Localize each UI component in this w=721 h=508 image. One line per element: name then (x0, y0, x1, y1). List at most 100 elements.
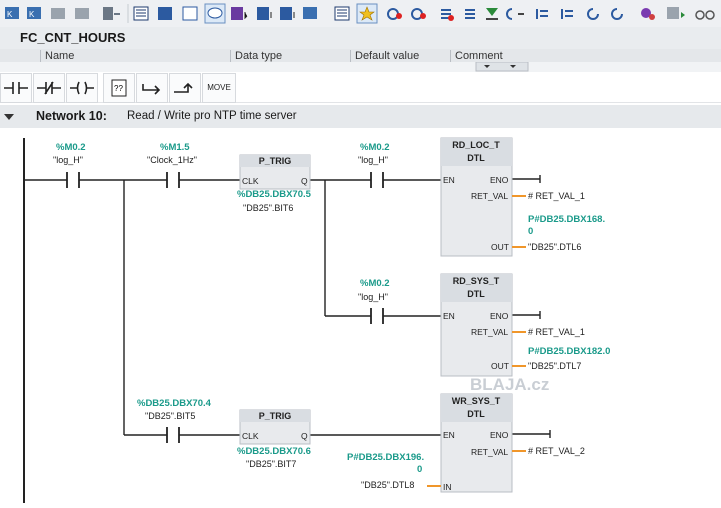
ptrig-symbol: "DB25".BIT7 (246, 459, 296, 469)
wr-sys-in-symbol[interactable]: "DB25".DTL8 (361, 480, 414, 490)
pin-eno: ENO (490, 175, 509, 185)
list-toggle-icon[interactable] (334, 6, 350, 21)
branch-open-icon[interactable] (51, 8, 65, 19)
contact-address: %DB25.DBX70.4 (137, 398, 212, 409)
pin-q: Q (301, 431, 308, 441)
rd-loc-out-symbol[interactable]: "DB25".DTL6 (528, 242, 581, 252)
operand-icon[interactable] (280, 7, 295, 20)
pin-clk: CLK (242, 431, 259, 441)
box-title: P_TRIG (259, 156, 292, 166)
nc-contact-button[interactable] (33, 73, 65, 103)
rd-loc-t-block[interactable]: RD_LOC_T DTL EN ENO RET_VAL OUT (440, 137, 513, 257)
close-branch-button[interactable] (169, 73, 201, 103)
refresh-icon[interactable] (587, 8, 599, 20)
pin-ret-val: RET_VAL (471, 191, 508, 201)
rd-loc-out-address-tail: 0 (528, 226, 533, 237)
network-comment[interactable]: Read / Write pro NTP time server (127, 110, 297, 122)
pin-out: OUT (491, 242, 509, 252)
collapse-triangle-icon[interactable] (4, 114, 14, 120)
pin-ret-val: RET_VAL (471, 327, 508, 337)
favorite-icon[interactable] (356, 3, 378, 24)
contact-c4[interactable]: %M0.2 "log_H" (358, 278, 390, 324)
svg-text:??: ?? (114, 84, 123, 93)
interface-header: Name Data type Default value Comment (0, 49, 721, 63)
list-view-icon[interactable] (133, 6, 149, 21)
block-name: FC_CNT_HOURS (20, 30, 126, 45)
pin-in: IN (443, 482, 452, 492)
ptrig-address: %DB25.DBX70.5 (237, 189, 312, 200)
network-number: Network 10: (36, 109, 107, 123)
watermark: BLAJA.cz (470, 375, 549, 394)
svg-text:K: K (7, 10, 13, 19)
wr-sys-ret-operand[interactable]: # RET_VAL_2 (528, 446, 585, 456)
align2-icon[interactable] (561, 9, 573, 19)
symbol-address-icon[interactable] (257, 7, 272, 20)
contact-address: %M1.5 (160, 142, 190, 153)
rd-loc-ret-operand[interactable]: # RET_VAL_1 (528, 191, 585, 201)
monitor-icon[interactable] (641, 8, 655, 20)
empty-box-button[interactable]: ?? (103, 73, 135, 103)
contact-address: %M0.2 (56, 142, 86, 153)
block-view-icon[interactable] (158, 7, 172, 20)
pin-eno: ENO (490, 430, 509, 440)
ptrig-box-2[interactable]: P_TRIG CLK Q %DB25.DBX70.6 "DB25".BIT7 (237, 409, 311, 469)
wr-sys-in-address[interactable]: P#DB25.DBX196. (347, 452, 424, 463)
network-delete-icon[interactable]: K (27, 7, 41, 19)
rd-sys-ret-operand[interactable]: # RET_VAL_1 (528, 327, 585, 337)
abs-address-icon[interactable] (231, 7, 248, 20)
main-toolbar: K K (0, 0, 721, 28)
ladder-toolbar: ?? MOVE (0, 72, 721, 103)
contact-c3[interactable]: %M0.2 "log_H" (358, 142, 390, 188)
splitter-handle[interactable] (0, 62, 721, 72)
contact-symbol: "log_H" (358, 155, 388, 165)
contact-symbol: "log_H" (53, 155, 83, 165)
refresh2-icon[interactable] (611, 8, 623, 20)
pin-en: EN (443, 175, 455, 185)
simulate-icon[interactable] (667, 7, 685, 19)
network-header[interactable]: Network 10: Read / Write pro NTP time se… (0, 105, 721, 128)
block-title: RD_LOC_T (452, 140, 500, 150)
no-contact-button[interactable] (0, 73, 32, 103)
goto-back-icon[interactable] (411, 8, 426, 20)
contact-c5[interactable]: %DB25.DBX70.4 "DB25".BIT5 (137, 398, 212, 443)
contact-c1[interactable]: %M0.2 "log_H" (53, 142, 86, 188)
svg-text:K: K (29, 10, 35, 19)
goto-icon[interactable] (387, 8, 402, 20)
column-datatype[interactable]: Data type (230, 50, 351, 63)
align-icon[interactable] (536, 9, 548, 19)
pin-q: Q (301, 176, 308, 186)
gotonext-icon[interactable] (465, 9, 475, 19)
ptrig-box-1[interactable]: P_TRIG CLK Q %DB25.DBX70.5 "DB25".BIT6 (237, 154, 312, 213)
call-icon[interactable] (506, 8, 524, 20)
open-branch-button[interactable] (136, 73, 168, 103)
contact-c2[interactable]: %M1.5 "Clock_1Hz" (147, 142, 197, 188)
block-title: RD_SYS_T (453, 276, 500, 286)
comment-icon[interactable] (204, 3, 226, 24)
pin-ret-val: RET_VAL (471, 447, 508, 457)
branch-close-icon[interactable] (75, 8, 89, 19)
monitor-view-icon[interactable] (182, 6, 198, 21)
network-insert-icon[interactable]: K (5, 7, 19, 19)
gotoprev-icon[interactable] (441, 9, 454, 21)
column-default[interactable]: Default value (350, 50, 451, 63)
block-type: DTL (467, 153, 485, 163)
column-name[interactable]: Name (40, 50, 231, 63)
network-type-icon[interactable] (303, 7, 317, 19)
contact-address: %M0.2 (360, 142, 390, 153)
pin-en: EN (443, 430, 455, 440)
move-button[interactable]: MOVE (202, 73, 236, 103)
column-comment[interactable]: Comment (450, 50, 721, 63)
rd-loc-out-address[interactable]: P#DB25.DBX168. (528, 214, 605, 225)
toolbar-icons: K K (5, 3, 715, 24)
rd-sys-t-block[interactable]: RD_SYS_T DTL EN ENO RET_VAL OUT (440, 273, 513, 377)
block-type: DTL (467, 289, 485, 299)
rd-sys-out-symbol[interactable]: "DB25".DTL7 (528, 361, 581, 371)
rd-sys-out-address[interactable]: P#DB25.DBX182.0 (528, 346, 610, 357)
insert-icon[interactable] (103, 7, 120, 20)
wr-sys-t-block[interactable]: WR_SYS_T DTL EN ENO RET_VAL IN (440, 393, 513, 493)
pin-en: EN (443, 311, 455, 321)
block-title: WR_SYS_T (452, 396, 501, 406)
glasses-icon[interactable] (695, 10, 715, 20)
coil-button[interactable] (66, 73, 98, 103)
download-icon[interactable] (486, 8, 498, 20)
